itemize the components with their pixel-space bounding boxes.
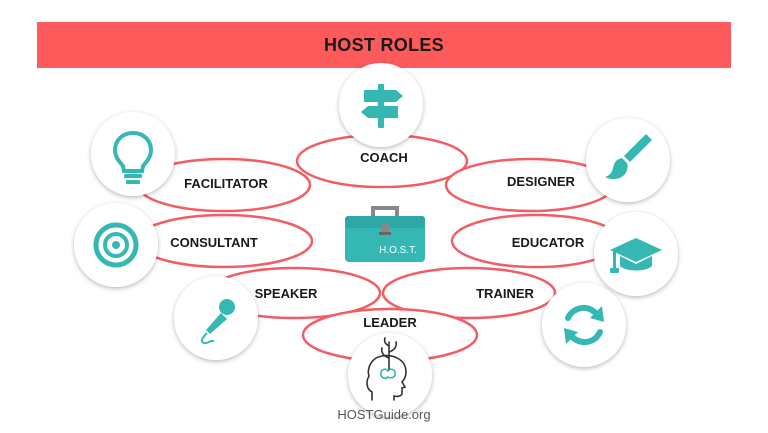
graduation-cap-icon xyxy=(610,238,662,273)
icon-circle-facilitator xyxy=(91,112,175,196)
role-label-designer: DESIGNER xyxy=(507,174,576,189)
refresh-icon xyxy=(564,304,604,346)
icon-circle-leader xyxy=(348,333,432,417)
toolbox-label: H.O.S.T. xyxy=(379,245,417,256)
page-title: HOST ROLES xyxy=(323,34,444,55)
role-label-facilitator: FACILITATOR xyxy=(184,176,268,191)
role-label-educator: EDUCATOR xyxy=(512,235,585,250)
role-label-leader: LEADER xyxy=(363,315,417,330)
head-growth-icon xyxy=(366,337,407,401)
title-banner: HOST ROLES xyxy=(37,22,731,68)
microphone-icon xyxy=(200,299,235,345)
role-label-speaker: SPEAKER xyxy=(255,286,318,301)
target-icon xyxy=(93,222,139,268)
signpost-icon xyxy=(361,84,403,128)
lightbulb-icon xyxy=(112,130,154,184)
footer-text: HOSTGuide.org xyxy=(337,407,431,422)
ellipse-trainer xyxy=(381,266,557,320)
role-label-trainer: TRAINER xyxy=(476,286,534,301)
toolbox-icon: H.O.S.T. xyxy=(345,206,425,262)
role-label-coach: COACH xyxy=(360,150,408,165)
role-label-consultant: CONSULTANT xyxy=(170,235,258,250)
icon-circle-speaker xyxy=(174,276,258,360)
icon-circle-trainer xyxy=(542,283,626,367)
paintbrush-icon xyxy=(605,134,652,180)
